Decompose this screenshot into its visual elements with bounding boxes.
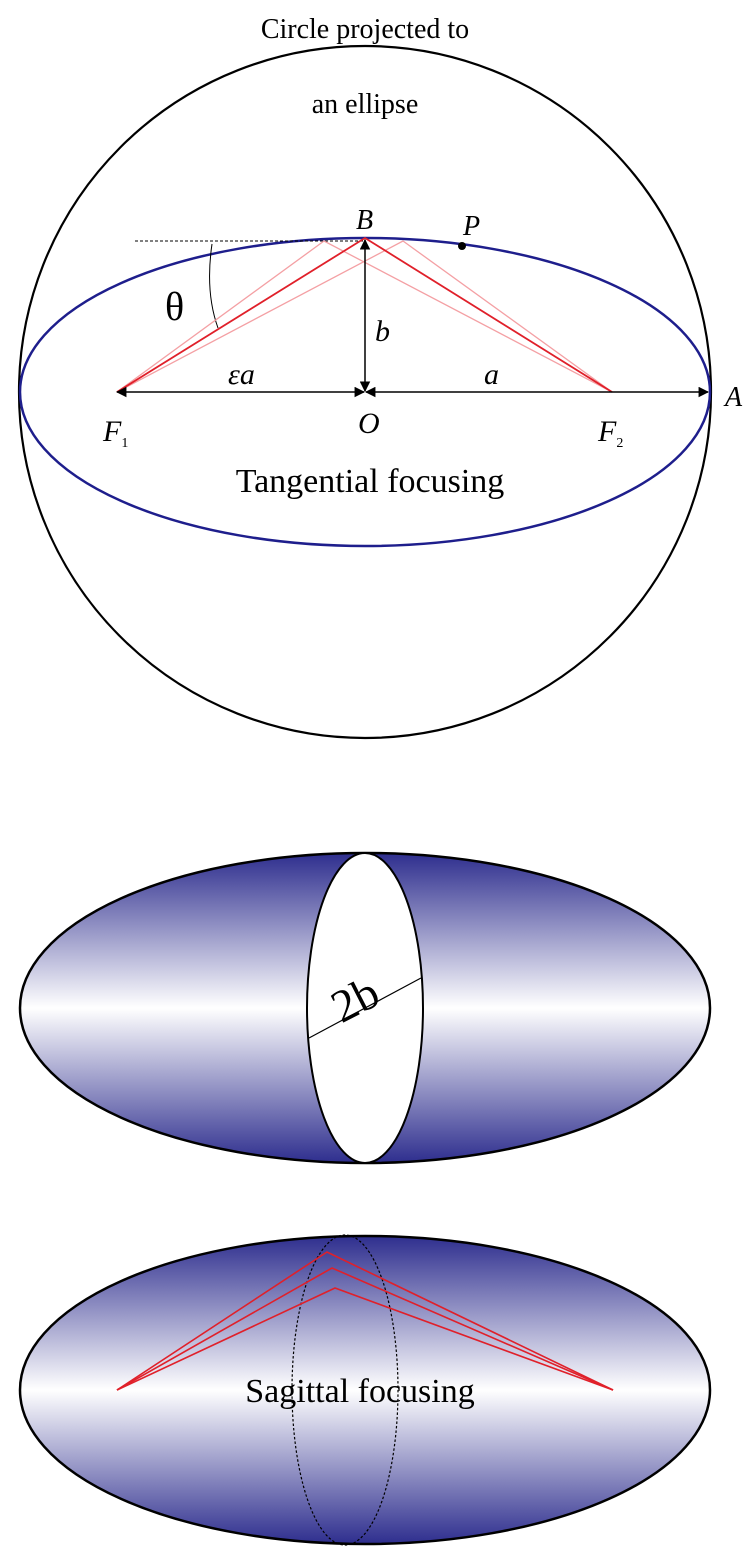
label-p-point: P: [462, 211, 480, 242]
label-f1-sub: 1: [121, 436, 128, 451]
tangential-section: Circle projected to an ellipse B P θ b ε…: [17, 14, 743, 740]
label-b-length: b: [375, 315, 390, 348]
point-p-dot: [458, 242, 466, 250]
label-f2: F2: [597, 415, 623, 451]
label-a: a: [484, 358, 499, 391]
light-rays: [116, 240, 613, 393]
ellipsoid-body-bottom: [18, 1234, 712, 1546]
sagittal-rays: [116, 1251, 614, 1391]
ray-main: [116, 236, 613, 393]
sagittal-focusing-label: Sagittal focusing: [245, 1373, 474, 1410]
ray-light-1: [116, 240, 613, 393]
tangential-focusing-label: Tangential focusing: [236, 463, 505, 500]
dotted-cross-section: [291, 1234, 399, 1546]
diameter-line: [308, 977, 422, 1039]
theta-arc: [209, 243, 219, 329]
sagittal-ray-1: [116, 1251, 614, 1391]
ray-light-2: [116, 240, 613, 393]
caption-line-2: an ellipse: [312, 89, 419, 120]
sagittal-ray-2: [116, 1267, 614, 1391]
label-eps-a: εa: [228, 358, 255, 391]
label-f2-letter: F: [597, 415, 617, 448]
ellipsoid-cross-section: 2b: [18, 851, 712, 1165]
sagittal-section: Sagittal focusing: [18, 1234, 712, 1546]
caption-line-1: Circle projected to: [261, 14, 469, 45]
label-a-point: A: [723, 382, 743, 413]
label-f1: F1: [102, 415, 128, 451]
label-f1-letter: F: [102, 415, 122, 448]
label-b-point: B: [356, 205, 373, 236]
sagittal-ray-3: [116, 1287, 614, 1391]
label-f2-sub: 2: [616, 436, 623, 451]
label-o: O: [358, 407, 380, 440]
label-theta: θ: [165, 284, 184, 329]
